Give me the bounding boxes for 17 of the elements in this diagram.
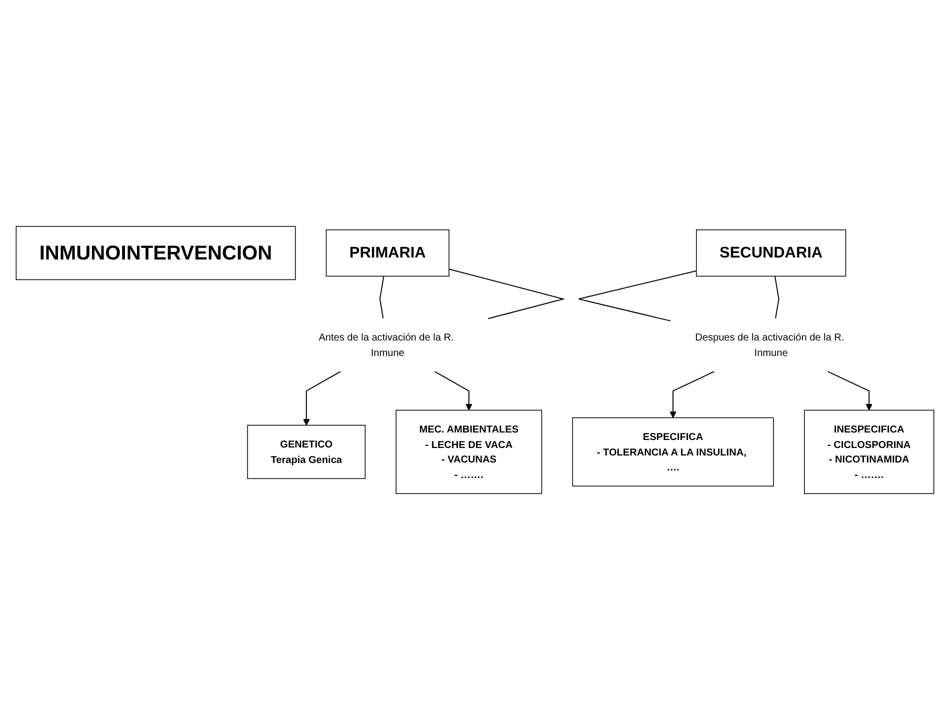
node-box: INESPECIFICA - CICLOSPORINA - NICOTINAMIDA - ……. — [804, 410, 934, 494]
node-box: MEC. AMBIENTALES - LECHE DE VACA - VACUNAS - ……. — [396, 410, 542, 494]
arrow — [302, 371, 341, 426]
node-box: INMUNOINTERVENCION — [16, 226, 296, 280]
arrow — [670, 371, 714, 418]
connector — [578, 270, 696, 322]
arrow — [828, 371, 872, 411]
node-box: SECUNDARIA — [696, 229, 846, 277]
node-box: PRIMARIA — [326, 229, 450, 277]
connector — [379, 276, 384, 318]
arrow — [434, 371, 472, 411]
node-box: GENETICO Terapia Genica — [247, 424, 366, 479]
node-text: Antes de la activación de la R. Inmune — [318, 331, 454, 358]
connector — [774, 276, 780, 318]
node-text: Despues de la activación de la R. Inmune — [695, 331, 844, 358]
connector — [448, 268, 566, 320]
node-box: ESPECIFICA - TOLERANCIA A LA INSULINA, …. — [572, 417, 774, 486]
